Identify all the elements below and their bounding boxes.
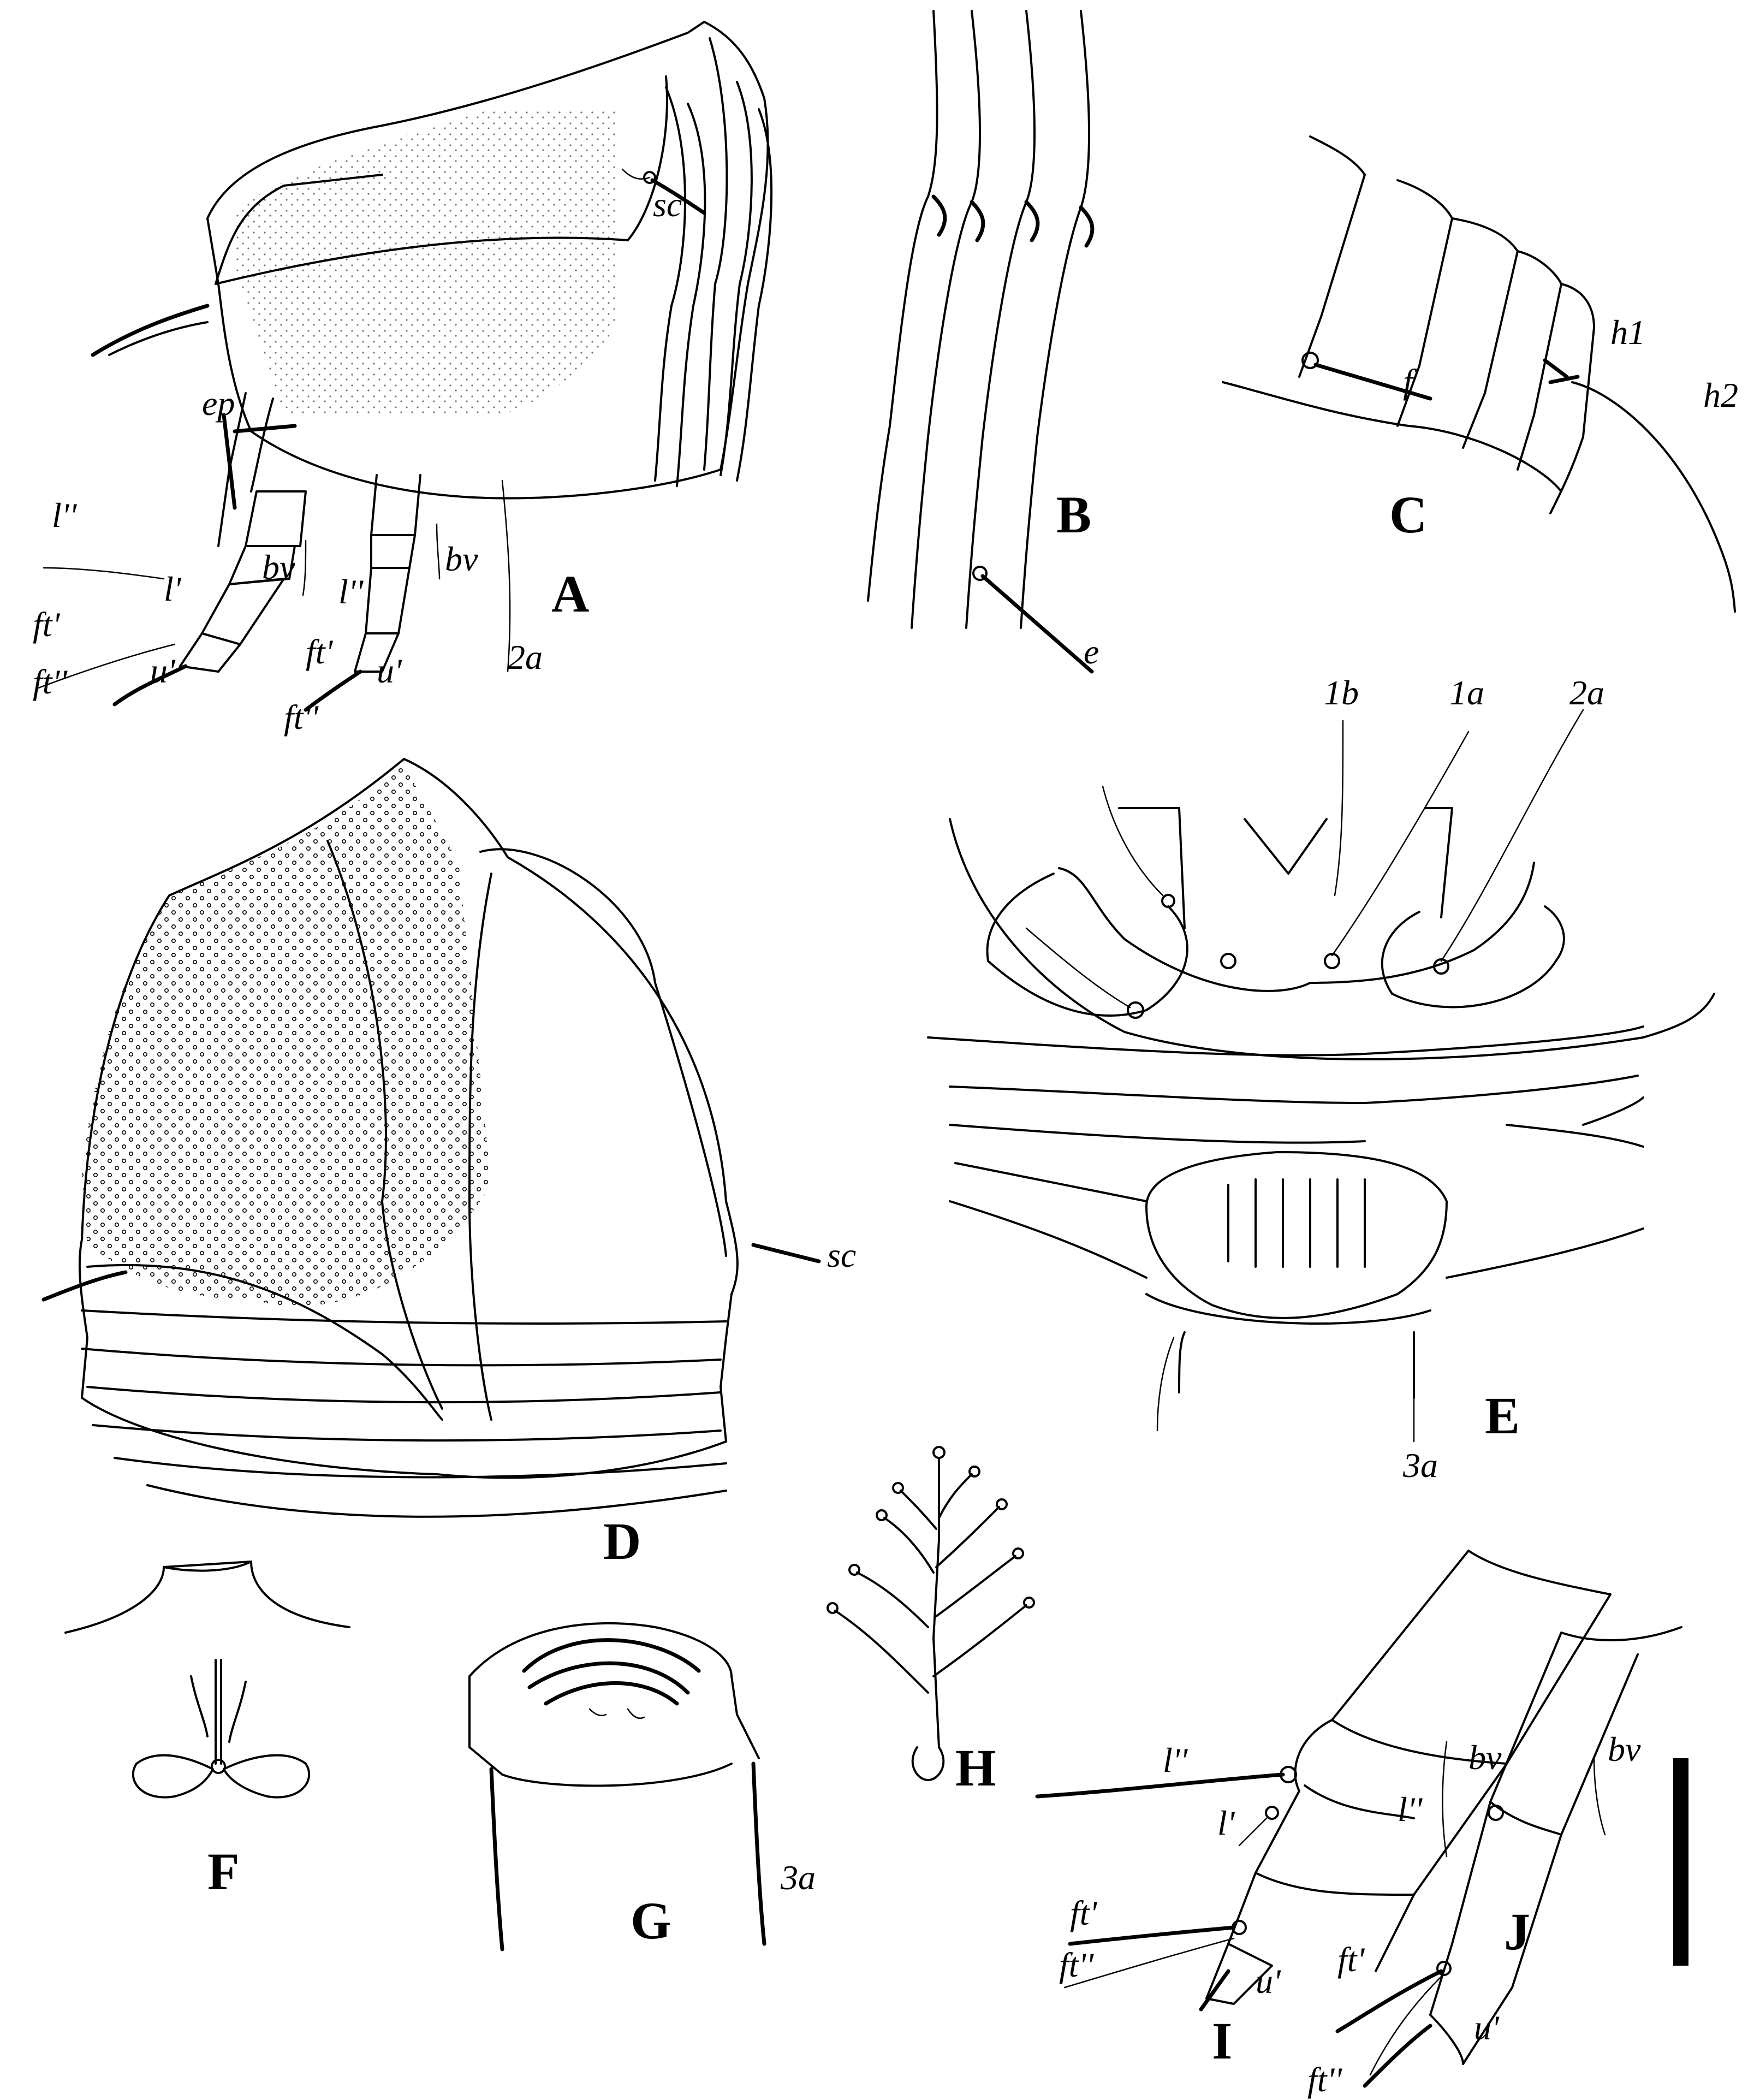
- scale-bar: [1673, 1758, 1688, 1966]
- a-label-ep: ep: [202, 384, 235, 423]
- j-label-ft1: ft': [1337, 1940, 1365, 1979]
- d-label-sc: sc: [827, 1236, 856, 1274]
- e-label-1b: 1b: [1324, 673, 1359, 712]
- a-label-u1b: u': [377, 651, 402, 690]
- panel-c: h1 h2 f C: [1222, 135, 1738, 613]
- j-label-bv: bv: [1608, 1730, 1641, 1769]
- panel-e: 1b 1a 2a 3a E: [927, 673, 1715, 1485]
- i-label-l2: l'': [1163, 1741, 1188, 1779]
- f-panel-letter: F: [207, 1842, 240, 1901]
- a-label-l2b: l'': [338, 572, 364, 611]
- a-label-ft1a: ft': [33, 605, 61, 644]
- panel-g: 3a G: [468, 1622, 816, 1951]
- j-label-l2: l'': [1398, 1790, 1423, 1829]
- a-label-u1a: u': [150, 651, 176, 690]
- d-stippled-area: [82, 764, 491, 1306]
- d-panel-letter: D: [603, 1512, 641, 1570]
- i-label-ft2: ft'': [1059, 1945, 1094, 1984]
- h-panel-letter: H: [955, 1739, 996, 1797]
- panel-d: sc D: [41, 758, 856, 1570]
- a-label-ft2b: ft'': [284, 698, 319, 737]
- a-label-l2a: l'': [52, 496, 77, 535]
- panel-i: l'' bv l' ft' ft'' u' I: [1035, 1550, 1612, 2070]
- d-shield-outline: [78, 758, 739, 1479]
- i-label-ft1: ft': [1070, 1894, 1098, 1932]
- a-shaded-dorsum: [235, 109, 617, 415]
- a-label-bv2: bv: [445, 539, 478, 578]
- b-panel-letter: B: [1056, 485, 1091, 544]
- j-label-u1: u': [1474, 2008, 1500, 2047]
- panel-b: e B: [867, 10, 1099, 674]
- g-panel-letter: G: [631, 1891, 671, 1950]
- panel-j: bv l'' ft' u' ft'' J: [1307, 1626, 1682, 2099]
- b-label-e: e: [1084, 632, 1099, 671]
- i-panel-letter: I: [1212, 2012, 1232, 2070]
- c-label-h1: h1: [1610, 313, 1645, 352]
- j-label-ft2: ft'': [1307, 2060, 1342, 2099]
- panel-a: sc ep l'' bv bv l' l'' ft' ft'' u' ft' u…: [33, 21, 773, 737]
- a-label-ft1b: ft': [306, 632, 334, 671]
- a-label-l1: l': [164, 570, 182, 608]
- a-label-bv1: bv: [262, 548, 295, 586]
- e-label-1a: 1a: [1449, 673, 1484, 712]
- i-label-bv: bv: [1468, 1738, 1502, 1777]
- i-label-l1: l': [1217, 1804, 1235, 1842]
- e-label-2a: 2a: [1569, 673, 1604, 712]
- a-label-ft2a: ft'': [33, 662, 68, 701]
- a-label-sc: sc: [653, 185, 682, 224]
- j-panel-letter: J: [1504, 1902, 1530, 1961]
- a-label-2a: 2a: [508, 638, 543, 677]
- i-label-u1: u': [1256, 1962, 1281, 2001]
- g-label-3a: 3a: [780, 1858, 816, 1897]
- e-panel-letter: E: [1485, 1386, 1520, 1445]
- c-panel-letter: C: [1389, 485, 1427, 544]
- panel-h: H: [827, 1446, 1035, 1797]
- e-label-3a: 3a: [1402, 1446, 1438, 1485]
- panel-f: F: [64, 1561, 350, 1901]
- c-label-h2: h2: [1703, 376, 1738, 414]
- a-panel-letter: A: [551, 565, 589, 623]
- a-body-outline: [206, 21, 769, 500]
